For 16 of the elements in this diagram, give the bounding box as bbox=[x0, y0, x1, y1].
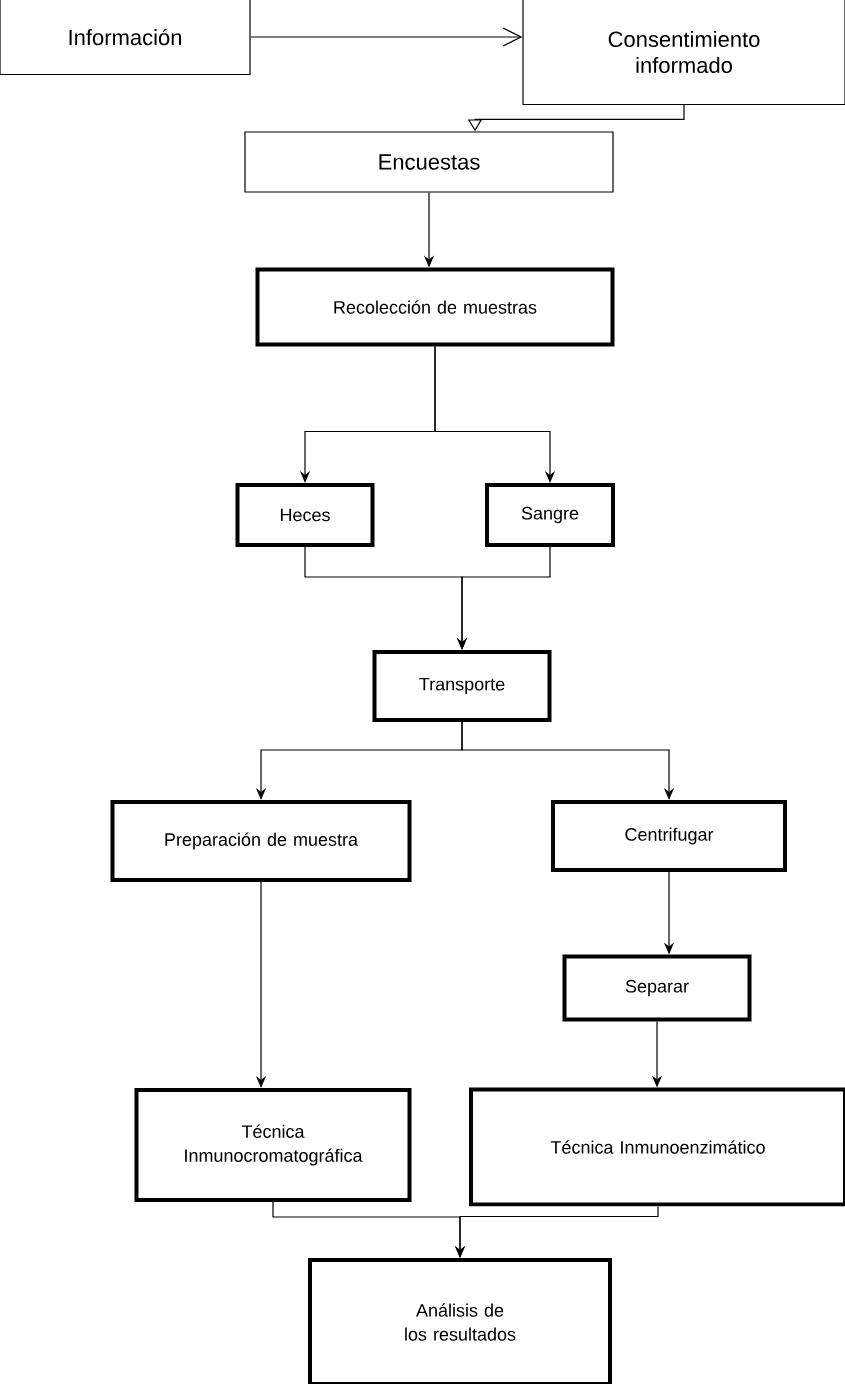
process-box: Separar bbox=[562, 954, 752, 1022]
process-box: Preparación de muestra bbox=[110, 800, 412, 882]
process-box: Heces bbox=[235, 483, 375, 547]
process-box: Transporte bbox=[372, 650, 552, 722]
process-box: Recolección de muestras bbox=[255, 267, 615, 347]
process-box: Centrifugar bbox=[551, 800, 787, 872]
arrow bbox=[461, 721, 675, 800]
process-box: Sangre bbox=[485, 483, 615, 547]
process-box: Información bbox=[0, 0, 251, 76]
process-box: Análisis de los resultados bbox=[308, 1258, 612, 1384]
arrow bbox=[434, 345, 556, 483]
arrow bbox=[250, 27, 523, 47]
process-box: Encuestas bbox=[244, 131, 614, 193]
process-box: Técnica Inmunocromatográfica bbox=[134, 1088, 412, 1202]
process-box: Consentimiento informado bbox=[522, 0, 845, 106]
process-box: Técnica Inmunoenzimático bbox=[469, 1087, 845, 1207]
